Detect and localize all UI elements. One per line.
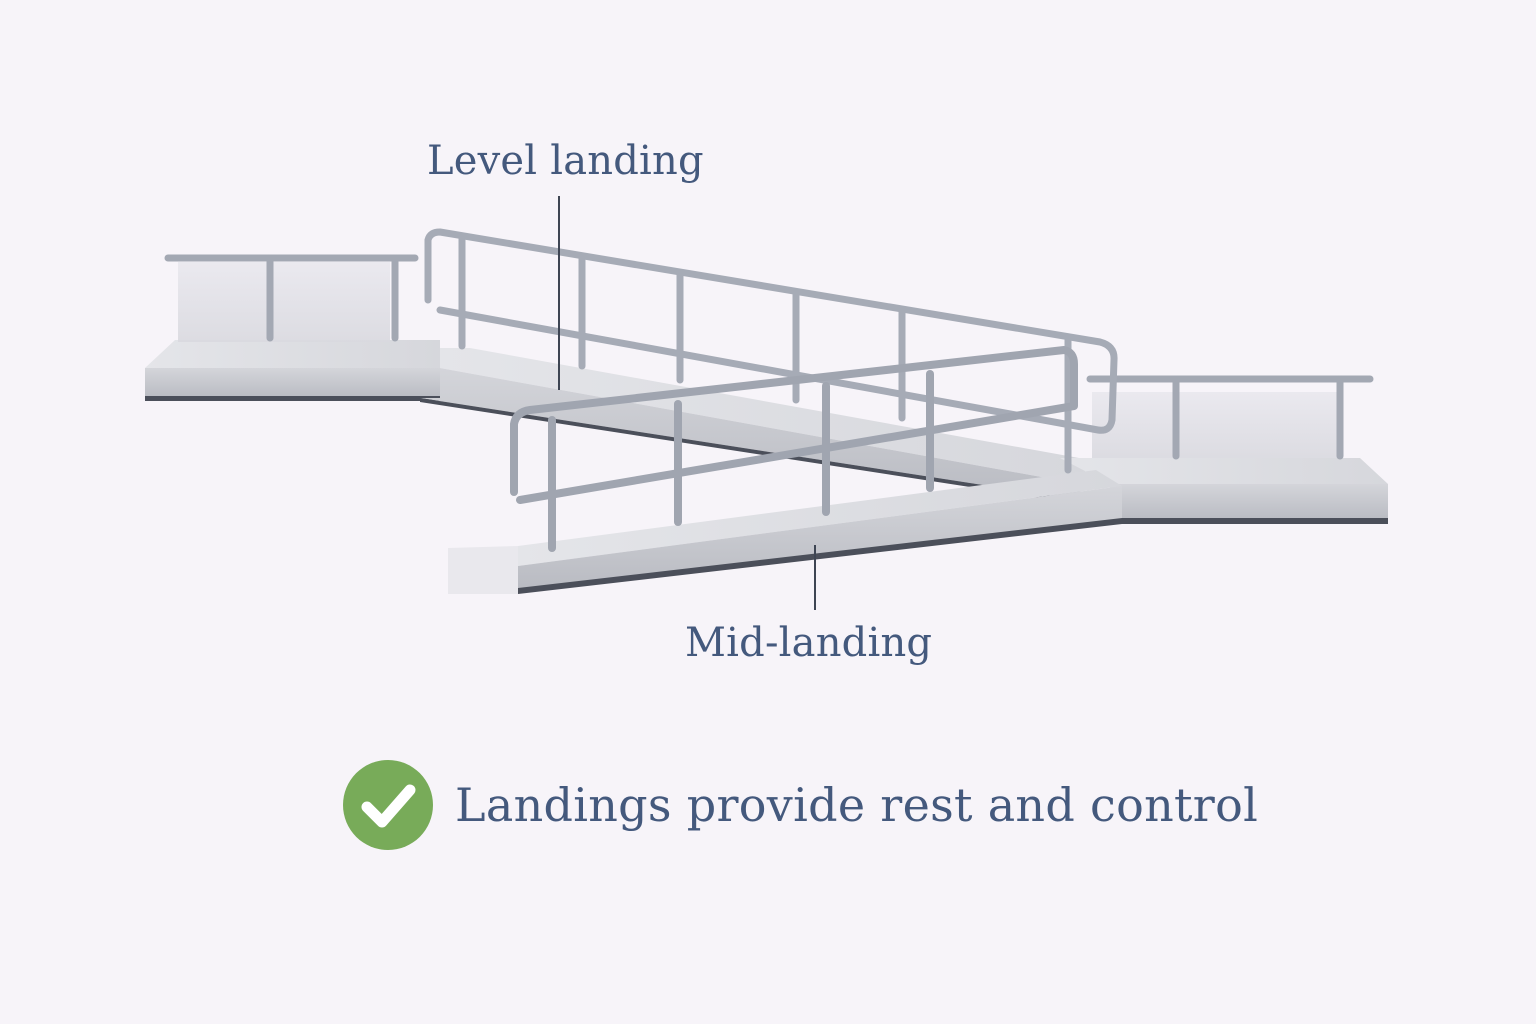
checkmark-icon [343,760,433,850]
upper-ramp [420,348,1090,504]
lower-ramp-handrail [510,346,1078,552]
caption-text: Landings provide rest and control [455,778,1259,832]
caption: Landings provide rest and control [343,760,1258,850]
level-landing-label: Level landing [427,138,704,184]
right-landing [1060,392,1388,524]
mid-landing-label: Mid-landing [685,620,933,666]
lower-ramp [448,470,1122,594]
upper-left-landing [145,262,440,401]
upper-left-handrail [164,254,419,342]
right-landing-handrail [1086,375,1374,460]
upper-ramp-handrail [424,228,1118,474]
